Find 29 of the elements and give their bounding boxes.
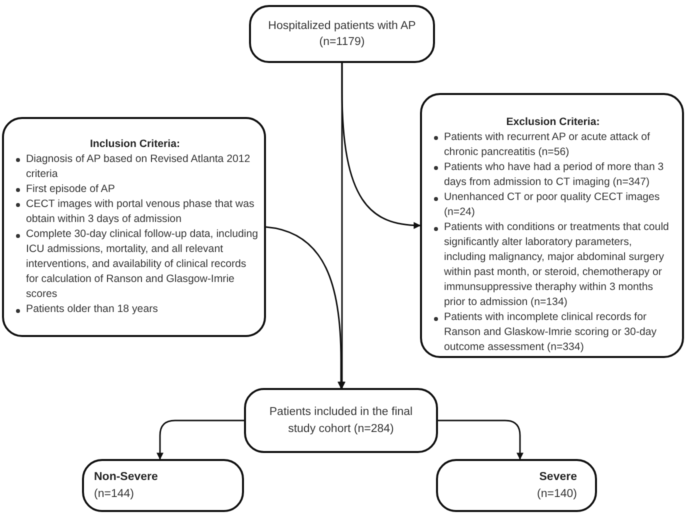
criteria-item: Patients with incomplete clinical records for Ranson and Glaskow-Imrie scoring or 30-day outcome assessment (n=334)	[444, 311, 657, 354]
criteria-item: Complete 30-day clinical follow-up data, including ICU admissions, mortality, and all relevant interventions, and availability of clinical records for calculation of Ranson and Glasgow-Imrie scores	[26, 228, 258, 300]
criteria-item: Patients with conditions or treatments that could significantly alter laboratory parameters, including malignancy, major abdominal surgery within past month, or steroid, chemotherapy or immunsuppressive theraphy within 3 months prior to admission (n=134)	[444, 221, 669, 308]
count-label: (n=144)	[94, 486, 134, 502]
group-label: Severe	[539, 470, 577, 486]
process-box	[82, 459, 244, 512]
criteria-item: Unenhanced CT or poor quality CECT images (n=24)	[444, 191, 660, 218]
criteria-item: Patients with recurrent AP or acute attack of chronic pancreatitis (n=56)	[444, 131, 650, 158]
criteria-item: Patients older than 18 years	[26, 303, 158, 316]
arrow	[156, 420, 244, 460]
node-label: Patients included in the final study cohort (n=284)	[268, 405, 414, 436]
criteria-item: Diagnosis of AP based on Revised Atlanta 2012 criteria	[26, 153, 250, 180]
process-box	[436, 459, 597, 512]
process-box	[420, 93, 684, 358]
count-label: (n=140)	[537, 486, 577, 502]
node-label: Hospitalized patients with AP	[268, 18, 416, 34]
group-label: Non-Severe	[94, 470, 158, 486]
arrow	[438, 420, 524, 460]
process-box	[249, 5, 435, 63]
box-heading: Exclusion Criteria:	[505, 115, 601, 130]
criteria-item: First episode of AP	[26, 183, 115, 196]
process-box	[2, 117, 266, 337]
arrow	[341, 63, 421, 229]
criteria-item: CECT images with portal venous phase that was obtain within 3 days of admission	[26, 198, 254, 226]
process-box	[244, 388, 438, 453]
arrow	[266, 226, 344, 389]
box-heading: Inclusion Criteria:	[88, 137, 182, 152]
count-label: (n=1179)	[319, 35, 365, 50]
criteria-item: Patients who have had a period of more than 3 days from admission to CT imaging (n=347)	[444, 161, 664, 188]
